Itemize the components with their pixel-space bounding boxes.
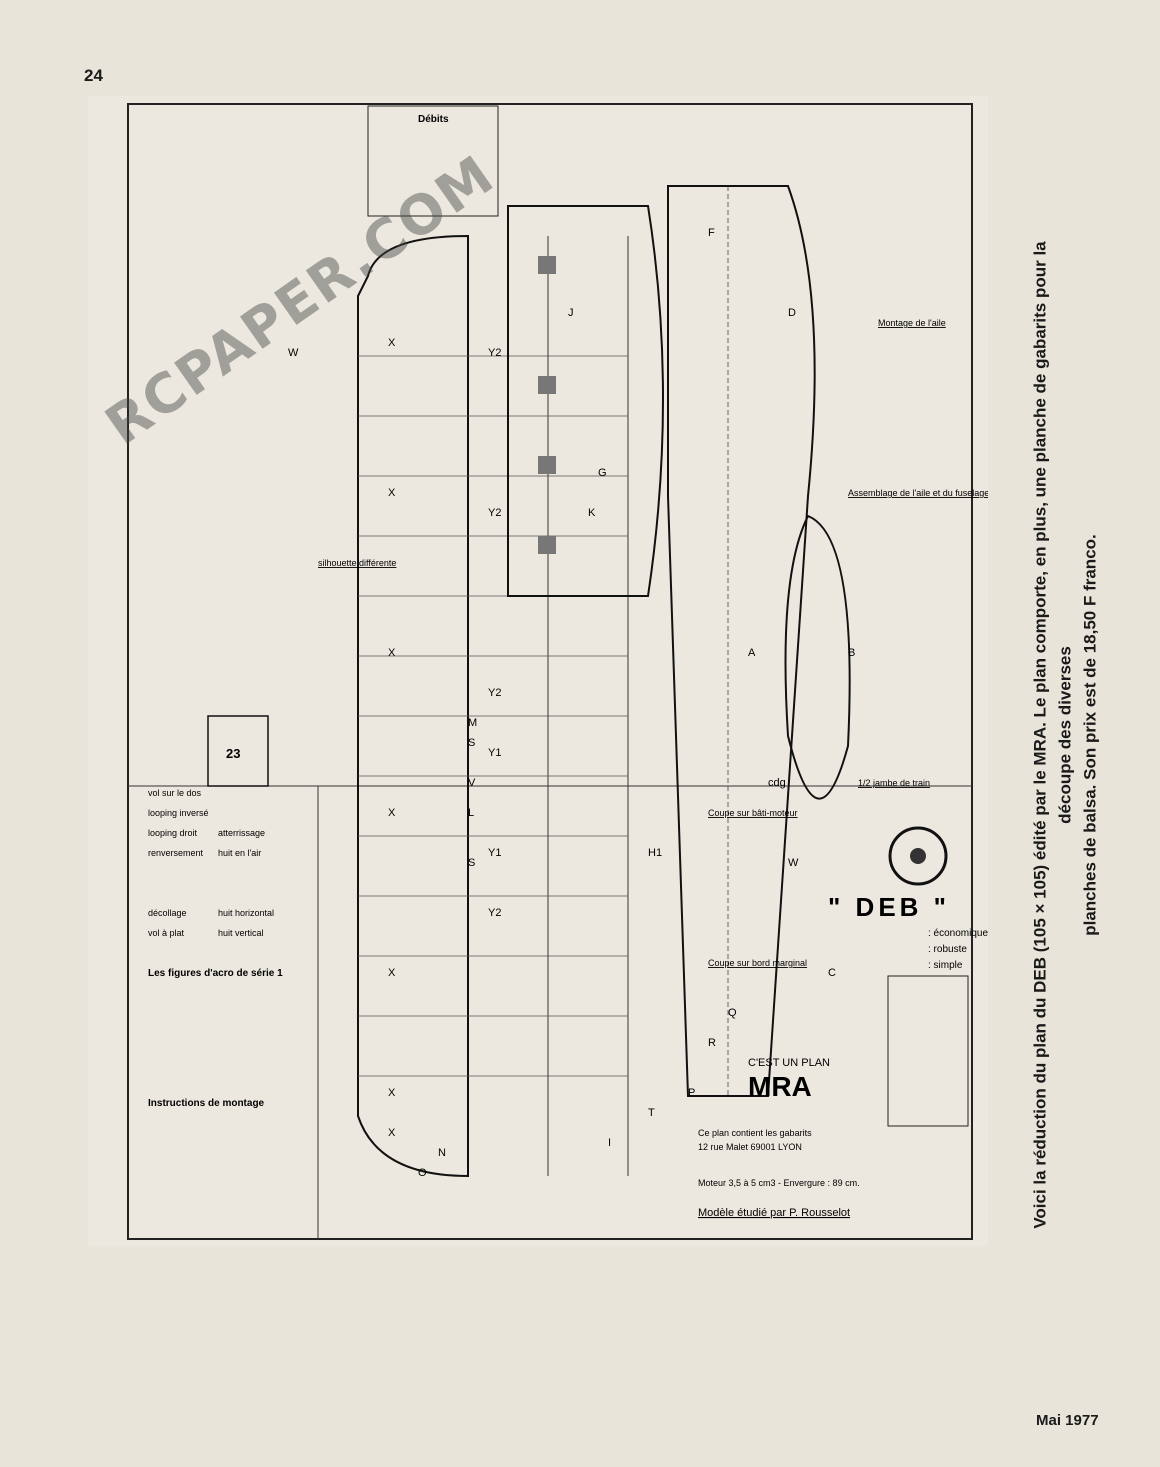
- balance-note: [887, 975, 969, 1127]
- quality-3: : simple: [928, 960, 963, 971]
- quality-2: : robuste: [928, 944, 967, 955]
- author-line: Modèle étudié par P. Rousselot: [698, 1207, 850, 1219]
- part-label: A: [748, 647, 756, 659]
- instructions: Instructions de montage Les figures d'ac…: [148, 318, 988, 1109]
- part-label: P: [688, 1087, 695, 1099]
- page-number: 24: [84, 66, 103, 85]
- legend-block: " DEB " : économique : robuste : simple …: [698, 892, 988, 1219]
- wing-rib-section: [784, 514, 851, 800]
- caption-line-1: Voici la réduction du plan du DEB (105 ×…: [1030, 241, 1075, 1229]
- silhouette-label: silhouette différente: [318, 558, 396, 568]
- part-label: X: [388, 1087, 396, 1099]
- plan-title: " DEB ": [828, 892, 950, 922]
- wing-planform: [357, 234, 629, 1178]
- instructions-title: Instructions de montage: [148, 1098, 265, 1109]
- debits-title: Débits: [418, 114, 449, 125]
- figure-label: looping droit: [148, 828, 198, 838]
- caption-line-2: planches de balsa. Son prix est de 18,50…: [1080, 534, 1100, 936]
- part-label: S: [468, 737, 475, 749]
- figure-label: huit vertical: [218, 928, 264, 938]
- part-label: K: [588, 507, 596, 519]
- part-label: X: [388, 487, 396, 499]
- figures-title: Les figures d'acro de série 1: [148, 968, 283, 979]
- figure-label: looping inversé: [148, 808, 209, 818]
- jambe-label: 1/2 jambe de train: [858, 778, 930, 788]
- part-label: V: [468, 777, 476, 789]
- wheel: [888, 826, 948, 886]
- plan-label: C'EST UN PLAN: [748, 1057, 830, 1069]
- coupe-bord-label: Coupe sur bord marginal: [708, 958, 807, 968]
- plan-frame: [127, 103, 973, 1240]
- part-label: Y2: [488, 687, 501, 699]
- part-label: T: [648, 1107, 655, 1119]
- part-label: Y1: [488, 847, 501, 859]
- part-label: R: [708, 1037, 716, 1049]
- part-label: I: [608, 1137, 611, 1149]
- part-label: M: [468, 717, 477, 729]
- coupe-bati-label: Coupe sur bâti-moteur: [708, 808, 798, 818]
- moteur-line: Moteur 3,5 à 5 cm3 - Envergure : 89 cm.: [698, 1178, 860, 1188]
- figure-label: renversement: [148, 848, 204, 858]
- engine: 23: [207, 715, 269, 787]
- plan-address: 12 rue Malet 69001 LYON: [698, 1142, 802, 1152]
- issue-date: Mai 1977: [1036, 1412, 1099, 1429]
- part-label: H1: [648, 847, 662, 859]
- part-label: Q: [728, 1007, 737, 1019]
- engine-number: 23: [226, 746, 240, 761]
- caption: Voici la réduction du plan du DEB (105 ×…: [1028, 235, 1103, 1235]
- part-label: D: [788, 307, 796, 319]
- part-label: X: [388, 647, 396, 659]
- part-label: B: [848, 647, 855, 659]
- part-label: Y1: [488, 747, 501, 759]
- part-label: Y2: [488, 347, 501, 359]
- figure-label: vol à plat: [148, 928, 185, 938]
- stabilizer: [507, 205, 664, 597]
- part-label: J: [568, 307, 574, 319]
- gabarits-note: Ce plan contient les gabarits: [698, 1128, 812, 1138]
- cdg-label: cdg: [768, 777, 786, 789]
- part-letters: X X X X X X X Y2 Y2 Y2 Y2 Y1 Y1 H1 S S L…: [288, 227, 855, 1179]
- plan-drawing: 23 Débits " DEB " : économique : robuste…: [88, 96, 988, 1246]
- assemblage-fuselage-label: Assemblage de l'aile et du fuselage: [848, 488, 988, 498]
- part-label: L: [468, 807, 474, 819]
- plan-brand: MRA: [748, 1071, 812, 1102]
- part-label: Y2: [488, 907, 501, 919]
- figure-label: décollage: [148, 908, 187, 918]
- debits-table: Débits: [367, 105, 499, 217]
- part-label: X: [388, 967, 396, 979]
- figure-label: atterrissage: [218, 828, 265, 838]
- part-label: C: [828, 967, 836, 979]
- figure-label: huit en l'air: [218, 848, 261, 858]
- part-label: W: [788, 857, 799, 869]
- part-label: G: [598, 467, 607, 479]
- part-label: O: [418, 1167, 427, 1179]
- part-label: S: [468, 857, 475, 869]
- part-label: N: [438, 1147, 446, 1159]
- part-label: F: [708, 227, 715, 239]
- part-label: X: [388, 1127, 396, 1139]
- part-label: X: [388, 337, 396, 349]
- figure-label: vol sur le dos: [148, 788, 202, 798]
- montage-aile-label: Montage de l'aile: [878, 318, 946, 328]
- plan-svg: 23 Débits " DEB " : économique : robuste…: [88, 96, 988, 1246]
- part-label: Y2: [488, 507, 501, 519]
- figure-label: huit horizontal: [218, 908, 274, 918]
- part-label: W: [288, 347, 299, 359]
- quality-1: : économique: [928, 928, 988, 939]
- part-label: X: [388, 807, 396, 819]
- fuselage-side: [667, 185, 816, 1097]
- figure-labels: décollage huit horizontal vol à plat hui…: [148, 788, 274, 938]
